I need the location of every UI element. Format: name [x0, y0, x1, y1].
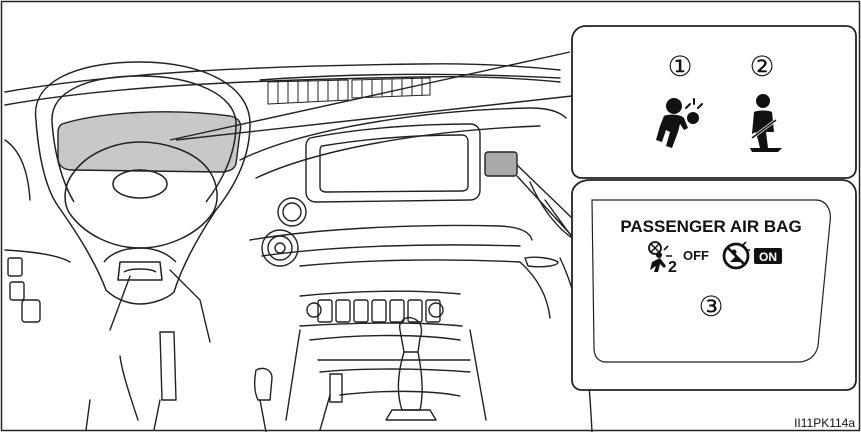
- image-code: II11PK114a: [794, 416, 855, 430]
- passenger-airbag-callout-box: PASSENGER AIR BAG 2 OFF ON ③: [572, 180, 856, 390]
- passenger-airbag-on-label: ON: [759, 250, 777, 264]
- svg-text:2: 2: [668, 259, 677, 276]
- airbag-indicator-location: [485, 152, 517, 176]
- indicator-2-number: ②: [749, 51, 774, 82]
- passenger-airbag-off-label: OFF: [683, 248, 709, 263]
- indicator-callout-box: ① ②: [572, 26, 856, 178]
- passenger-airbag-title: PASSENGER AIR BAG: [620, 217, 801, 236]
- indicator-1-number: ①: [667, 51, 692, 82]
- passenger-airbag-number: ③: [698, 291, 723, 322]
